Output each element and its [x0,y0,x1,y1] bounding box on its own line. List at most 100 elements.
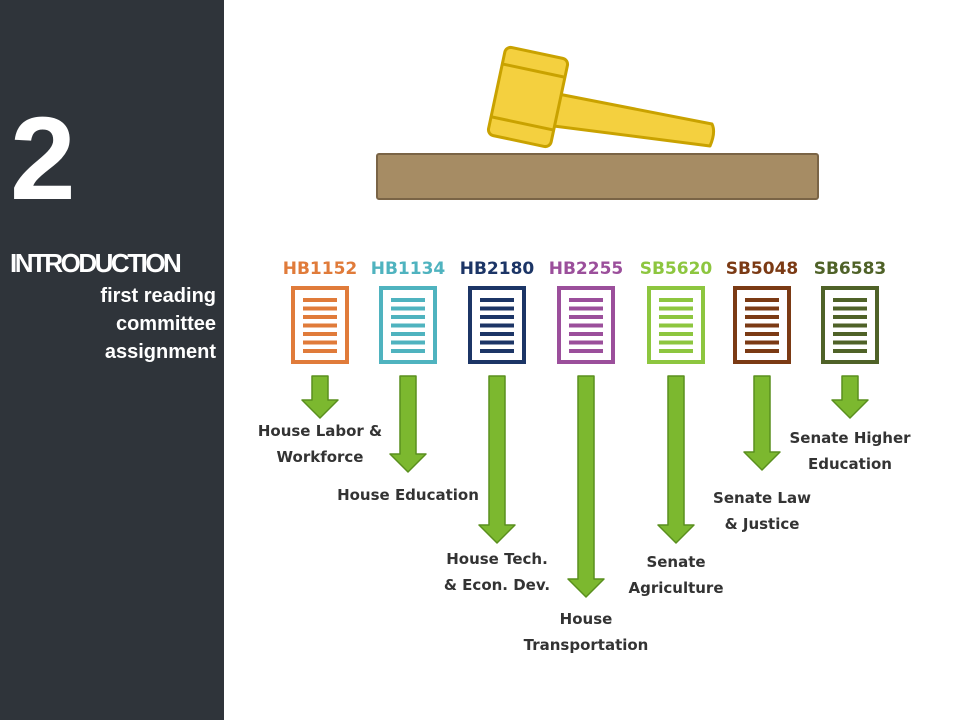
sidebar: 2 INTRODUCTION first reading committee a… [0,0,224,720]
document-line [745,332,779,336]
step-subtitle: first reading committee assignment [16,282,216,366]
document-line [745,315,779,319]
document-line [391,332,425,336]
document-line [303,298,337,302]
document-line [659,323,693,328]
bill-id: HB2180 [460,259,535,279]
committee-label: Senate Law [713,489,811,507]
document-line [480,315,514,319]
committee-label: Senate Higher [789,429,911,447]
document-line [569,298,603,302]
document-line [569,332,603,336]
committee-label: House Education [337,486,479,504]
committee-label: House Tech. [446,550,548,568]
document-line [659,306,693,311]
gavel-icon [486,45,716,149]
document-line [480,332,514,336]
document-line [833,298,867,302]
document-line [480,340,514,345]
document-line [745,349,779,353]
document-line [833,306,867,311]
document-line [569,340,603,345]
down-arrow-icon [743,375,781,471]
document-line [659,315,693,319]
document-line [391,323,425,328]
bill-id: SB5048 [726,259,799,279]
committee-label: & Econ. Dev. [444,576,550,594]
step-title: INTRODUCTION [10,248,182,278]
down-arrow-icon [389,375,427,473]
committee-label: Transportation [524,636,649,654]
document-line [391,349,425,353]
down-arrow-icon [657,375,695,544]
document-line [833,323,867,328]
document-icon [468,286,526,364]
document-line [659,298,693,302]
document-line [569,349,603,353]
bill-id: SB6583 [814,259,887,279]
committee-label: Workforce [277,448,364,466]
document-line [745,306,779,311]
document-icon [557,286,615,364]
subtitle-line: assignment [104,341,216,363]
document-line [391,340,425,345]
document-line [480,349,514,353]
document-icon [647,286,705,364]
bill-id: HB2255 [549,259,624,279]
subtitle-line: committee [115,313,216,335]
document-line [833,315,867,319]
document-line [745,298,779,302]
committee-label: House [560,610,613,628]
committee-label: House Labor & [258,422,382,440]
document-icon [379,286,437,364]
document-icon [733,286,791,364]
document-line [745,323,779,328]
sound-block-icon [376,153,819,200]
document-icon [291,286,349,364]
down-arrow-icon [301,375,339,419]
down-arrow-icon [567,375,605,598]
document-line [480,323,514,328]
document-line [833,349,867,353]
document-icon [821,286,879,364]
step-number: 2 [10,93,76,225]
document-line [391,298,425,302]
document-line [303,323,337,328]
down-arrow-icon [831,375,869,419]
committee-label: Senate [646,553,705,571]
document-line [480,306,514,311]
committee-label: Agriculture [628,579,723,597]
document-line [833,332,867,336]
document-line [391,315,425,319]
document-line [480,298,514,302]
down-arrow-icon [478,375,516,544]
document-line [569,323,603,328]
document-line [659,349,693,353]
document-line [833,340,867,345]
bill-id: HB1134 [371,259,446,279]
document-line [303,349,337,353]
document-line [303,315,337,319]
document-line [745,340,779,345]
subtitle-line: first reading [100,285,216,307]
document-line [569,306,603,311]
document-line [569,315,603,319]
document-line [659,340,693,345]
document-line [659,332,693,336]
document-line [303,306,337,311]
bill-id: SB5620 [640,259,713,279]
committee-label: Education [808,455,892,473]
bill-id: HB1152 [283,259,358,279]
committee-label: & Justice [725,515,800,533]
document-line [303,332,337,336]
document-line [303,340,337,345]
